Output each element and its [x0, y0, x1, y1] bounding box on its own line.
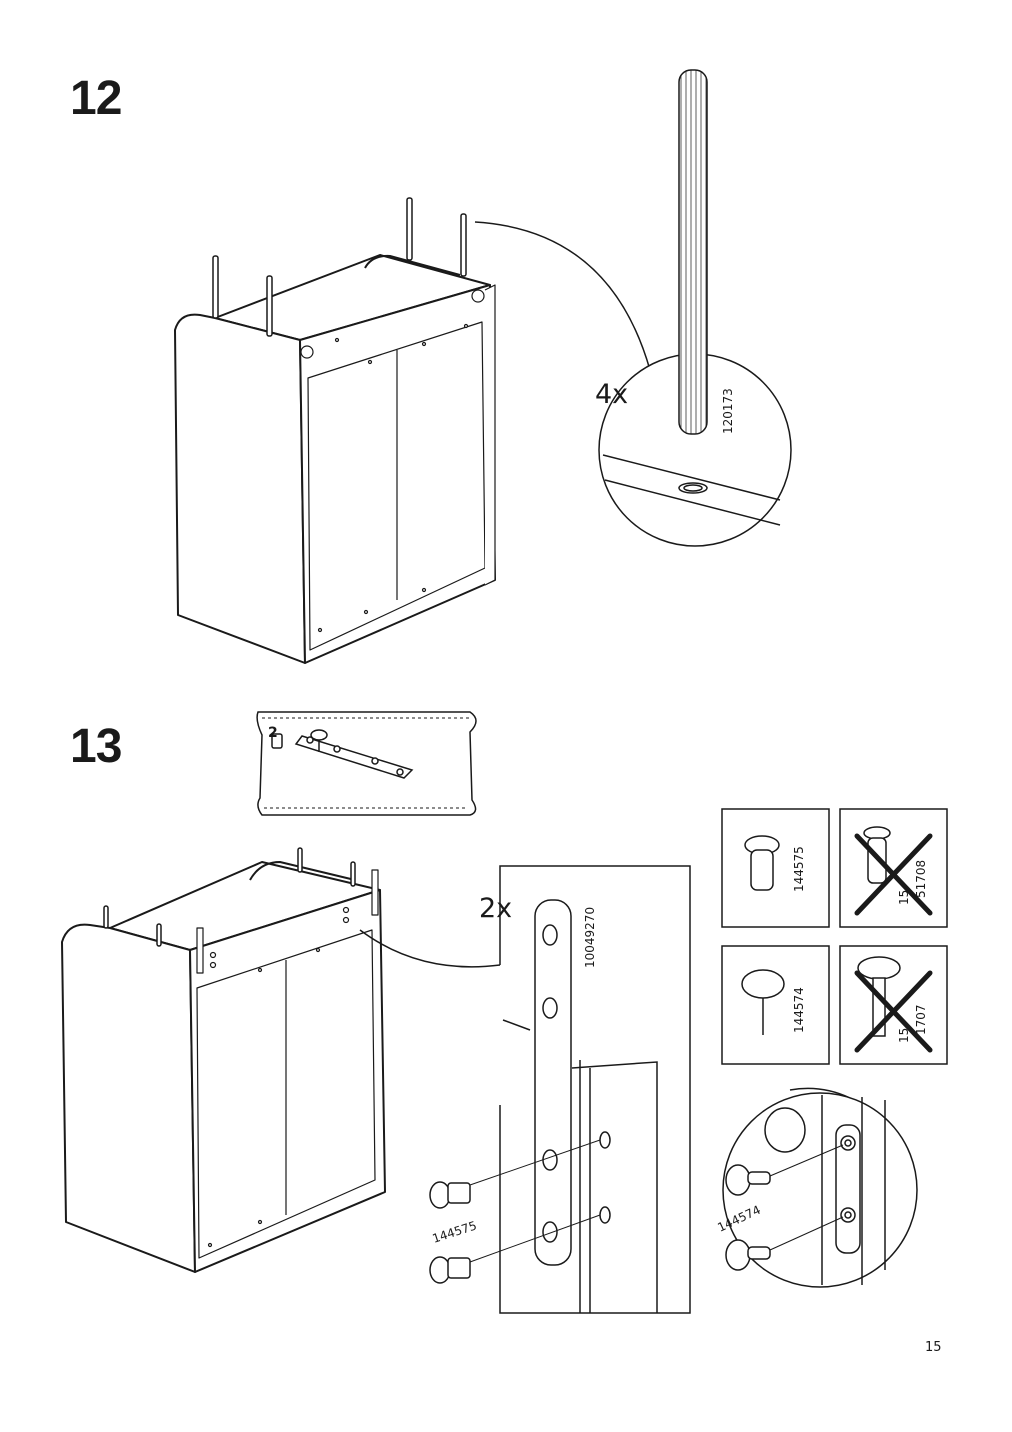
step12-quantity: 4x: [595, 379, 628, 410]
step12-cabinet-drawing: [174, 197, 496, 664]
legend-wrong-part-151707-prefix: 15: [897, 1028, 911, 1043]
parts-legend: [721, 808, 948, 1065]
pin-detail-callout: [722, 1087, 918, 1288]
step13-cabinet-drawing: [61, 847, 386, 1273]
dowel-120173-icon: [678, 69, 708, 435]
wrong-part-crosses: [854, 833, 933, 1053]
fitting-part-number: 144575: [431, 1218, 479, 1245]
bracket-part-number: 10049270: [583, 907, 597, 968]
legend-wrong-part-151708-prefix: 15: [897, 890, 911, 905]
page-number: 15: [925, 1340, 942, 1355]
legend-wrong-part-151707: 1707: [914, 1004, 928, 1035]
step13-hardware-bag: [256, 711, 477, 816]
step12-part-number: 120173: [721, 388, 735, 434]
bag-number: 2: [268, 725, 278, 741]
legend-part-144575: 144575: [792, 846, 806, 892]
step12-detail-callout: [474, 221, 792, 547]
step-13-number: 13: [70, 720, 122, 773]
legend-part-144574: 144574: [792, 987, 806, 1033]
step13-quantity: 2x: [479, 893, 512, 924]
step-12-number: 12: [70, 72, 122, 125]
legend-wrong-part-151708: 51708: [914, 860, 928, 898]
step13-detail-panel: [359, 865, 691, 1314]
